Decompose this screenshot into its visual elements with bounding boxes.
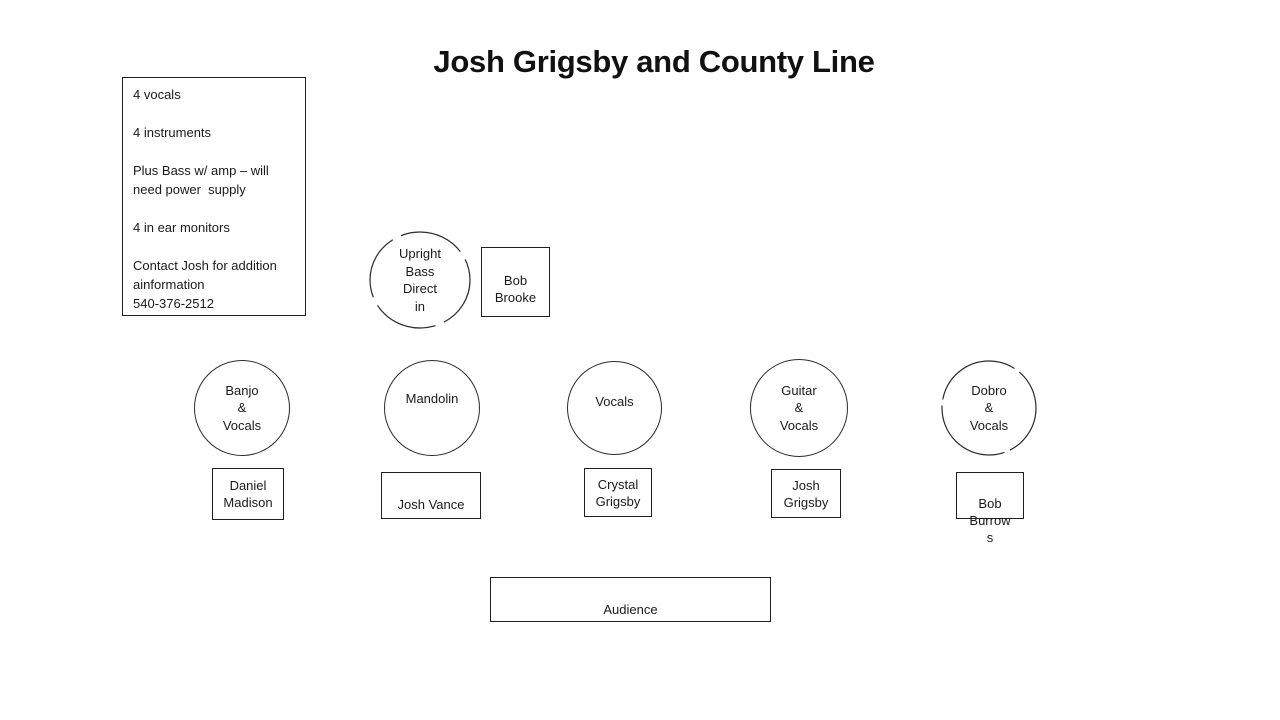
name-box-crystal-grigsby: Crystal Grigsby [584, 468, 652, 517]
name-box-bob-brooke: Bob Brooke [481, 247, 550, 317]
stage-circle-vocals: Vocals [567, 361, 662, 455]
page-title: Josh Grigsby and County Line [433, 44, 875, 79]
stage-circle-dobro: Dobro & Vocals [941, 360, 1037, 456]
daniel-madison-label: Daniel Madison [223, 478, 273, 510]
name-box-daniel-madison: Daniel Madison [212, 468, 284, 520]
upright-bass-label: Upright Bass Direct in [399, 246, 441, 314]
audience-label: Audience [603, 602, 658, 617]
banjo-label: Banjo & Vocals [222, 382, 262, 433]
josh-vance-label: Josh Vance [397, 497, 465, 512]
stage-circle-mandolin: Mandolin [384, 360, 480, 456]
vocals-label: Vocals [595, 394, 634, 410]
stage-circle-guitar: Guitar & Vocals [750, 359, 848, 457]
stage-circle-banjo: Banjo & Vocals [194, 360, 290, 456]
mandolin-label: Mandolin [405, 391, 459, 407]
bob-burrows-label: Bob Burrow s [969, 496, 1011, 545]
dobro-circle-outline [941, 360, 1037, 456]
notes-text: 4 vocals 4 instruments Plus Bass w/ amp … [133, 87, 277, 311]
name-box-bob-burrows: Bob Burrow s [956, 472, 1024, 545]
name-box-josh-grigsby: Josh Grigsby [771, 469, 841, 518]
guitar-label: Guitar & Vocals [779, 382, 819, 433]
audience-box: Audience [490, 577, 771, 622]
josh-grigsby-label: Josh Grigsby [783, 477, 829, 510]
name-box-josh-vance: Josh Vance [381, 472, 481, 519]
crystal-grigsby-label: Crystal Grigsby [595, 476, 641, 509]
dashed-circle-outline [369, 231, 471, 329]
circle-upright-bass: Upright Bass Direct in [369, 231, 471, 329]
bob-brooke-label: Bob Brooke [494, 273, 537, 305]
notes-box: 4 vocals 4 instruments Plus Bass w/ amp … [122, 77, 306, 316]
dobro-label: Dobro & Vocals [969, 382, 1009, 433]
